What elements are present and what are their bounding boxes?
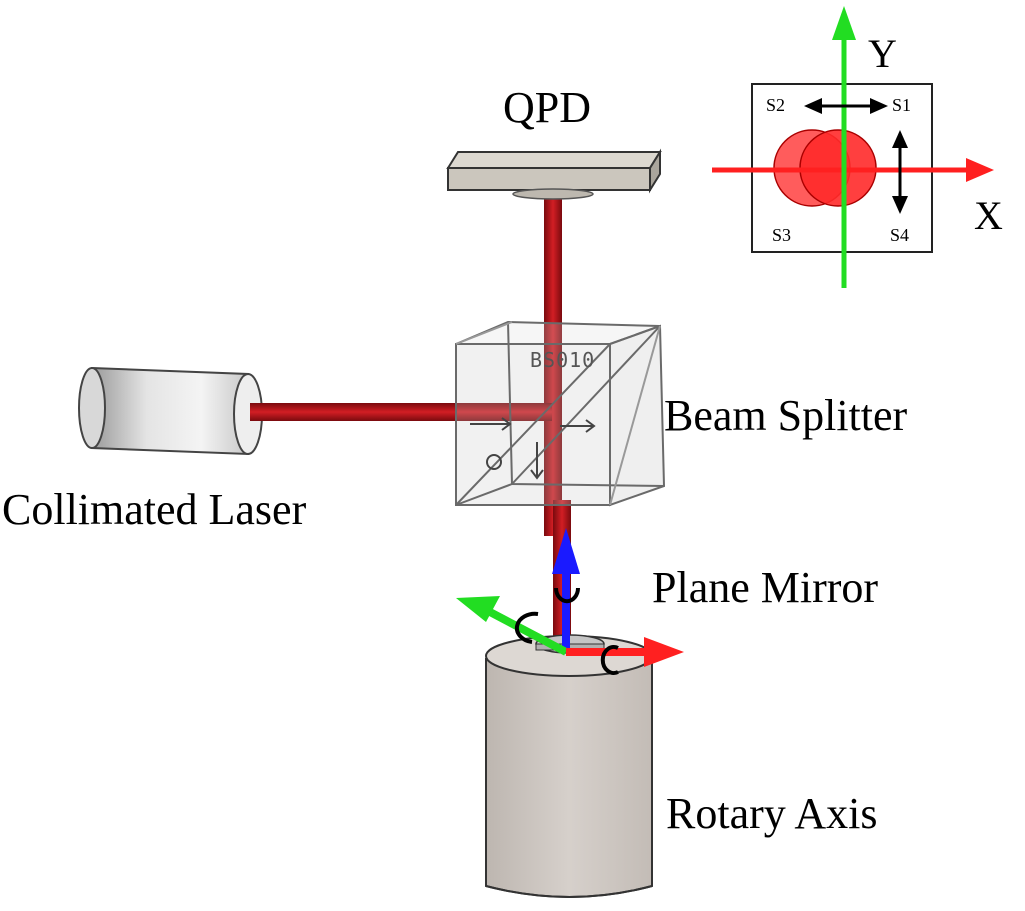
laser-beam-horizontal	[250, 403, 552, 421]
quadrant-s4-label: S4	[890, 225, 910, 245]
beam-splitter-cube	[455, 320, 666, 507]
quadrant-s1-label: S1	[892, 95, 912, 115]
rotary-axis-body	[485, 635, 653, 898]
qpd-x-axis-label: X	[974, 193, 1003, 238]
qpd-inset	[712, 6, 994, 288]
laser-beam-to-qpd	[544, 196, 562, 536]
qpd-plate	[446, 148, 662, 200]
quadrant-s2-label: S2	[766, 95, 786, 115]
collimated-laser-label: Collimated Laser	[2, 485, 307, 534]
plane-mirror-label: Plane Mirror	[652, 563, 879, 612]
mirror-coordinate-axes	[456, 528, 684, 675]
qpd-label: QPD	[503, 83, 592, 132]
collimated-laser-body	[78, 366, 263, 456]
beam-splitter-label: Beam Splitter	[664, 391, 908, 440]
rotary-axis-label: Rotary Axis	[666, 789, 878, 838]
cube-arrows	[470, 417, 596, 480]
beam-splitter-marking: BS010	[530, 348, 596, 372]
qpd-y-axis-label: Y	[868, 31, 897, 76]
quadrant-s3-label: S3	[772, 225, 792, 245]
